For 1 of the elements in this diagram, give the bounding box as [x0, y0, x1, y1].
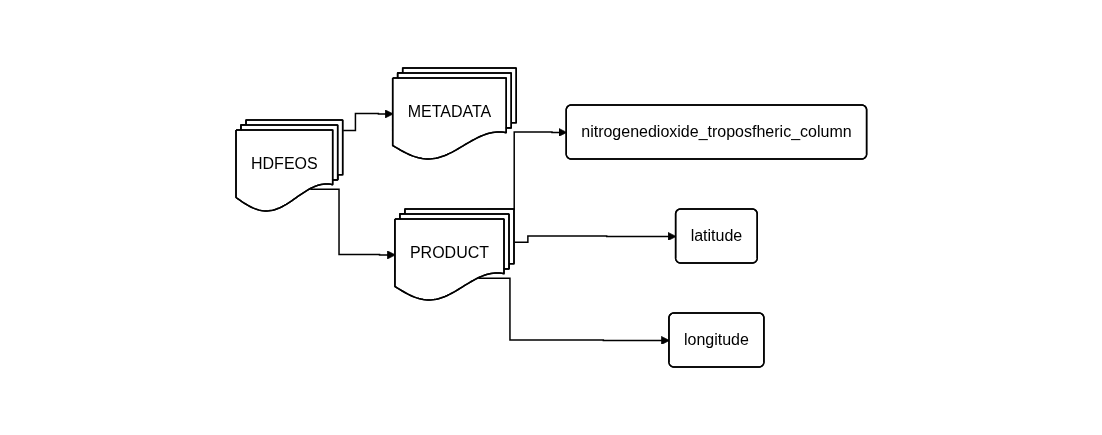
- arrow: [342, 109, 394, 132]
